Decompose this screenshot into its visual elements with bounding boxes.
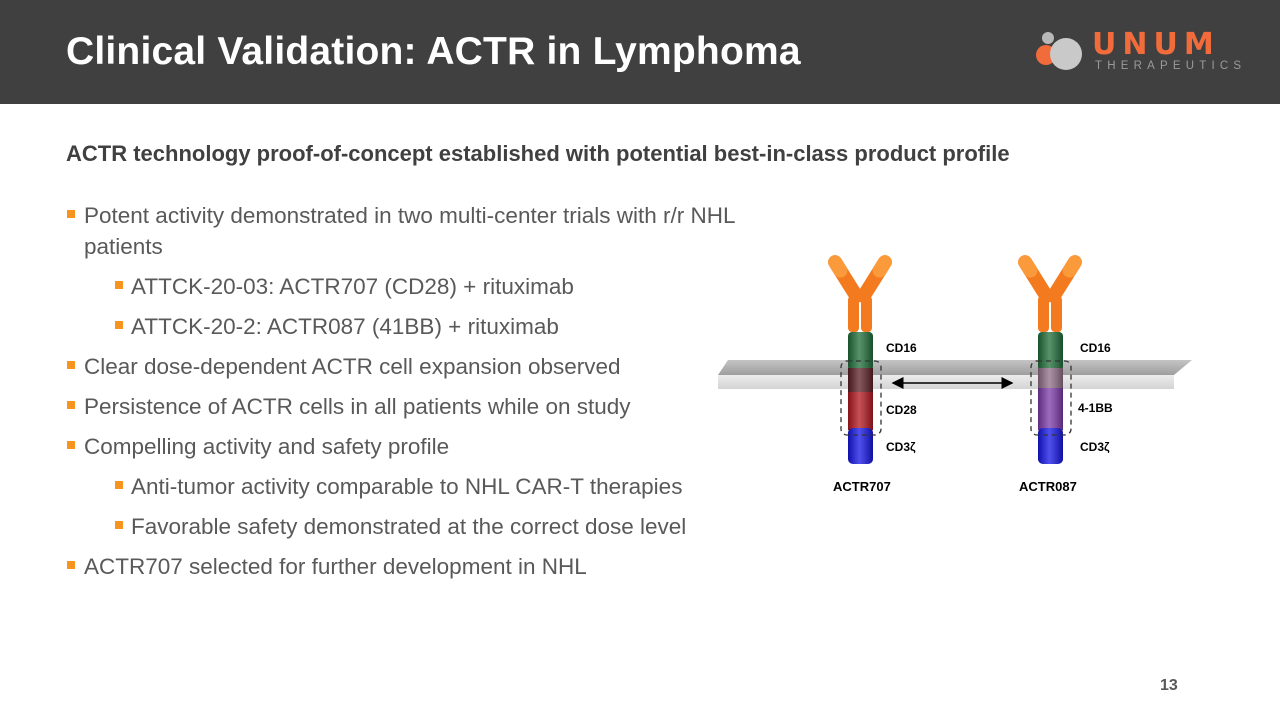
bullet-text: Anti-tumor activity comparable to NHL CA…: [131, 474, 683, 499]
bullet-text: Compelling activity and safety profile: [84, 434, 450, 459]
bullet-text: Persistence of ACTR cells in all patient…: [84, 394, 631, 419]
actr087-label: ACTR087: [1019, 479, 1077, 494]
page-number: 13: [1160, 677, 1178, 694]
cd16-label: CD16: [886, 341, 917, 355]
page-title: Clinical Validation: ACTR in Lymphoma: [66, 30, 801, 73]
sub-bullet-item: ATTCK-20-03: ACTR707 (CD28) + rituximab: [66, 271, 766, 302]
bullet-square-icon: [67, 401, 75, 409]
bullet-square-icon: [67, 210, 75, 218]
cd3z-label: CD3ζ: [886, 440, 916, 454]
cd16-label: CD16: [1080, 341, 1111, 355]
logo-wordmark: UNUM: [1092, 27, 1220, 62]
bullet-square-icon: [67, 441, 75, 449]
bullet-text: Potent activity demonstrated in two mult…: [84, 203, 735, 259]
bullet-square-icon: [115, 521, 123, 529]
cd3z-label: CD3ζ: [1080, 440, 1110, 454]
bullet-square-icon: [67, 561, 75, 569]
bullet-list: Potent activity demonstrated in two mult…: [66, 200, 766, 591]
bullet-text: ATTCK-20-03: ACTR707 (CD28) + rituximab: [131, 274, 574, 299]
bullet-square-icon: [67, 361, 75, 369]
bullet-square-icon: [115, 321, 123, 329]
bullet-square-icon: [115, 481, 123, 489]
actr-construct-diagram: CD16 CD28 CD3ζ ACTR707 CD16 4-1BB CD3ζ A…: [718, 255, 1192, 494]
4-1bb-label: 4-1BB: [1078, 401, 1113, 415]
bullet-text: Clear dose-dependent ACTR cell expansion…: [84, 354, 621, 379]
signaling-region-outline: [840, 360, 882, 436]
sub-bullet-item: ATTCK-20-2: ACTR087 (41BB) + rituximab: [66, 311, 766, 342]
bullet-item: Potent activity demonstrated in two mult…: [66, 200, 766, 262]
unum-logo: UNUM THERAPEUTICS: [1030, 26, 1270, 80]
bullet-text: Favorable safety demonstrated at the cor…: [131, 514, 687, 539]
title-bar: Clinical Validation: ACTR in Lymphoma UN…: [0, 0, 1280, 104]
antibody-icon: [828, 255, 892, 332]
slide-subtitle: ACTR technology proof-of-concept establi…: [66, 141, 1010, 166]
signaling-region-outline: [1030, 360, 1072, 436]
logo-mark-icon: [1036, 32, 1082, 70]
sub-bullet-item: Anti-tumor activity comparable to NHL CA…: [66, 471, 766, 502]
actr707-label: ACTR707: [833, 479, 891, 494]
bullet-item: Persistence of ACTR cells in all patient…: [66, 391, 766, 422]
antibody-icon: [1018, 255, 1082, 332]
cell-membrane: [718, 360, 1192, 389]
cd28-label: CD28: [886, 403, 917, 417]
bullet-square-icon: [115, 281, 123, 289]
bullet-text: ATTCK-20-2: ACTR087 (41BB) + rituximab: [131, 314, 559, 339]
bullet-text: ACTR707 selected for further development…: [84, 554, 587, 579]
bullet-item: ACTR707 selected for further development…: [66, 551, 766, 582]
bullet-item: Clear dose-dependent ACTR cell expansion…: [66, 351, 766, 382]
actr087-construct: CD16 4-1BB CD3ζ ACTR087: [1018, 255, 1113, 494]
actr707-construct: CD16 CD28 CD3ζ ACTR707: [828, 255, 917, 494]
logo-tagline: THERAPEUTICS: [1095, 60, 1247, 72]
sub-bullet-item: Favorable safety demonstrated at the cor…: [66, 511, 766, 542]
bullet-item: Compelling activity and safety profile: [66, 431, 766, 462]
